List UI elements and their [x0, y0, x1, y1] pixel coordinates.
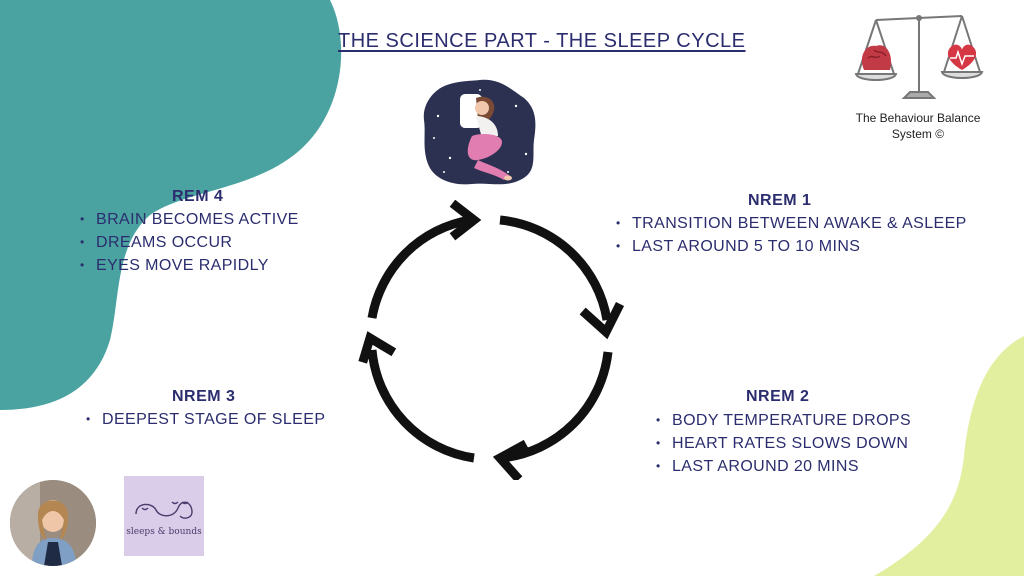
list-item: HEART RATES SLOWS DOWN: [656, 432, 911, 455]
nrem1-title: NREM 1: [748, 192, 812, 209]
list-item: LAST AROUND 20 MINS: [656, 455, 911, 478]
list-item: BRAIN BECOMES ACTIVE: [80, 208, 299, 231]
rem4-title: REM 4: [172, 188, 224, 205]
arrow-nrem3-to-rem4: [367, 215, 471, 319]
presenter-webcam-avatar: [10, 480, 96, 566]
sleeps-and-bounds-logo-icon: [135, 501, 193, 519]
list-item: LAST AROUND 5 TO 10 MINS: [616, 235, 967, 258]
list-item: BODY TEMPERATURE DROPS: [656, 409, 911, 432]
arrow-nrem1-to-nrem2: [501, 351, 613, 463]
sleep-cycle-diagram: [358, 200, 625, 480]
teal-background-shape: [0, 0, 342, 410]
balance-scale-brain-heart-icon: [854, 15, 984, 99]
nrem2-title: NREM 2: [746, 388, 810, 405]
list-item: DREAMS OCCUR: [80, 231, 299, 254]
nrem2-list: BODY TEMPERATURE DROPS HEART RATES SLOWS…: [656, 409, 911, 478]
slide-title: THE SCIENCE PART - THE SLEEP CYCLE: [338, 30, 746, 52]
rem4-list: BRAIN BECOMES ACTIVE DREAMS OCCUR EYES M…: [80, 208, 299, 277]
list-item: EYES MOVE RAPIDLY: [80, 254, 299, 277]
list-item: DEEPEST STAGE OF SLEEP: [86, 408, 325, 431]
nrem1-list: TRANSITION BETWEEN AWAKE & ASLEEP LAST A…: [616, 212, 967, 258]
list-item: TRANSITION BETWEEN AWAKE & ASLEEP: [616, 212, 967, 235]
nrem3-list: DEEPEST STAGE OF SLEEP: [86, 408, 325, 431]
brand-logo-text: The Behaviour Balance System ©: [855, 111, 981, 141]
sleeping-woman-illustration: [423, 79, 536, 185]
arrow-rem4-to-nrem1: [499, 215, 612, 321]
lime-background-shape: [874, 336, 1024, 576]
arrow-nrem2-to-nrem3: [367, 349, 475, 463]
sleeps-and-bounds-logo: sleeps & bounds: [124, 476, 204, 556]
nrem3-title: NREM 3: [172, 388, 236, 405]
